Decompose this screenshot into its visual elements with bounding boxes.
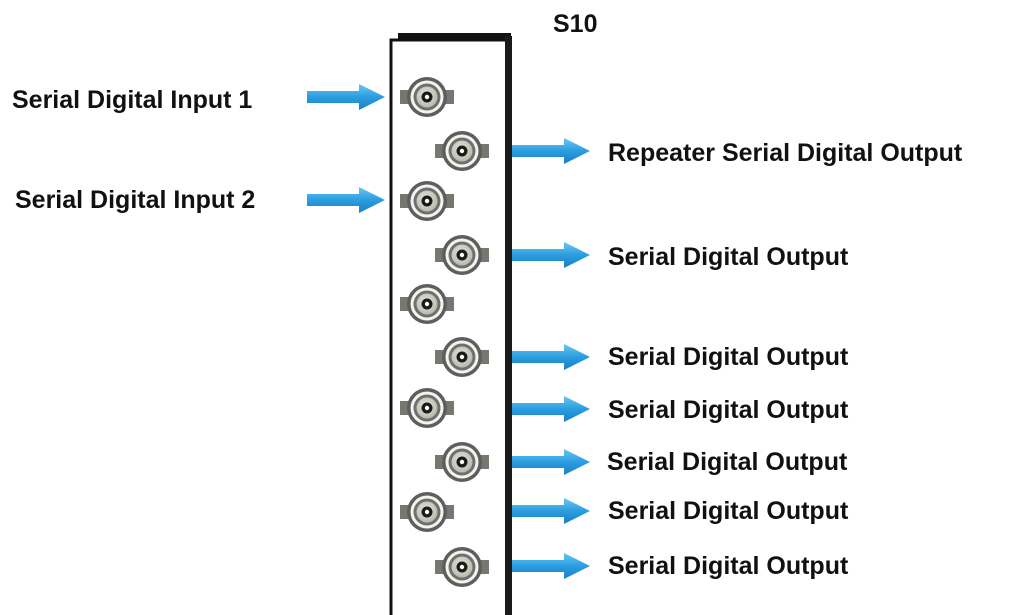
arrow-right-icon <box>512 344 590 370</box>
input-label-1: Serial Digital Input 1 <box>12 86 253 114</box>
panel-title: S10 <box>553 10 598 38</box>
output-label: Serial Digital Output <box>608 396 849 424</box>
arrow-right-icon <box>512 138 590 164</box>
output-label: Serial Digital Output <box>608 552 849 580</box>
arrow-right-icon <box>512 553 590 579</box>
output-label: Serial Digital Output <box>608 343 849 371</box>
output-label: Serial Digital Output <box>607 448 848 476</box>
arrow-right-icon <box>512 242 590 268</box>
arrow-right-icon <box>512 396 590 422</box>
arrow-right-icon <box>512 498 590 524</box>
output-label: Serial Digital Output <box>608 497 849 525</box>
connector-panel <box>389 38 511 615</box>
arrow-right-icon <box>307 84 385 110</box>
panel-right-shadow <box>505 36 512 615</box>
input-label-2: Serial Digital Input 2 <box>15 186 256 214</box>
output-label-repeater: Repeater Serial Digital Output <box>608 139 963 167</box>
output-label: Serial Digital Output <box>608 243 849 271</box>
arrow-right-icon <box>512 449 590 475</box>
arrow-right-icon <box>307 187 385 213</box>
panel-top-edge <box>398 33 511 42</box>
